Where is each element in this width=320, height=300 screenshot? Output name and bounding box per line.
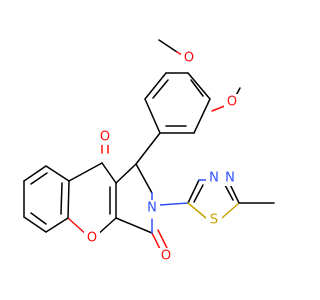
- fused-core: [67, 136, 170, 256]
- carbonyl-o-bottom-label: O: [161, 249, 171, 264]
- core-bond-8: [115, 217, 153, 234]
- label-bg-thiadiazole-n1: [206, 170, 222, 186]
- phenyl-to-core-bond: [135, 132, 161, 165]
- benzo-bond-1: [45, 165, 70, 182]
- core-bond-1: [115, 163, 137, 184]
- thiadiazole-inner-double-1: [193, 184, 204, 203]
- phenyl-inner-double-3: [152, 79, 169, 99]
- phenyl-bond-2: [193, 98, 211, 134]
- ring-o-label: O: [87, 231, 97, 246]
- thiadiazole-n1-label: N: [209, 171, 219, 186]
- methoxy-o-top-label: O: [184, 51, 194, 66]
- benzo-bond-5: [45, 217, 69, 233]
- label-bg-carbonyl-o-top: [97, 129, 113, 145]
- benzo-inner-double-2: [30, 212, 47, 225]
- n-to-thiadiazole-bond: [159, 202, 189, 206]
- benzo-inner-double-1: [30, 172, 48, 185]
- thiadiazole-bond-5: [187, 202, 207, 219]
- thiadiazole-ring: [159, 179, 275, 219]
- benzo-bond-2: [23, 165, 47, 182]
- label-bg-methoxy-o-right: [224, 94, 240, 110]
- thiadiazole-inner-double-2: [224, 184, 234, 201]
- label-bg-carbonyl-o-bottom: [158, 248, 174, 264]
- core-bond-9: [135, 163, 153, 194]
- phenyl-bond-5: [144, 72, 167, 100]
- label-bg-methoxy-o-top: [181, 50, 197, 66]
- carbonyl-o-top-label: O: [100, 130, 110, 145]
- thiadiazole-n2-label: N: [225, 171, 235, 186]
- core-bond-2: [101, 162, 117, 184]
- label-bg-pyrrole-n: [144, 200, 160, 216]
- phenyl-bond-4: [144, 98, 161, 134]
- thiadiazole-s-label: S: [210, 213, 218, 228]
- chemical-structure-diagram: O O O O O N N N S: [23, 39, 275, 264]
- phenyl-ring: [144, 72, 211, 134]
- methyl-o-bond-top: [158, 39, 178, 53]
- pyrrole-n-label: N: [147, 201, 157, 216]
- structure-canvas: O O O O O N N N S: [23, 39, 275, 264]
- thiadiazole-bond-4: [221, 202, 240, 219]
- methoxy-o-right-label: O: [227, 95, 237, 110]
- label-bg-ring-o: [84, 230, 100, 246]
- phenyl-inner-double-1: [190, 79, 204, 97]
- core-bond-4: [67, 180, 70, 219]
- label-bg-thiadiazole-n2: [222, 170, 238, 186]
- core-bond-3: [68, 162, 103, 182]
- benzo-bond-4: [23, 216, 47, 233]
- thiadiazole-bond-1: [187, 179, 200, 204]
- benzo-ring: [23, 165, 70, 233]
- benzo-inner-double-3: [60, 182, 63, 215]
- label-bg-thiadiazole-s: [206, 212, 222, 228]
- phenyl-bond-1: [187, 72, 211, 100]
